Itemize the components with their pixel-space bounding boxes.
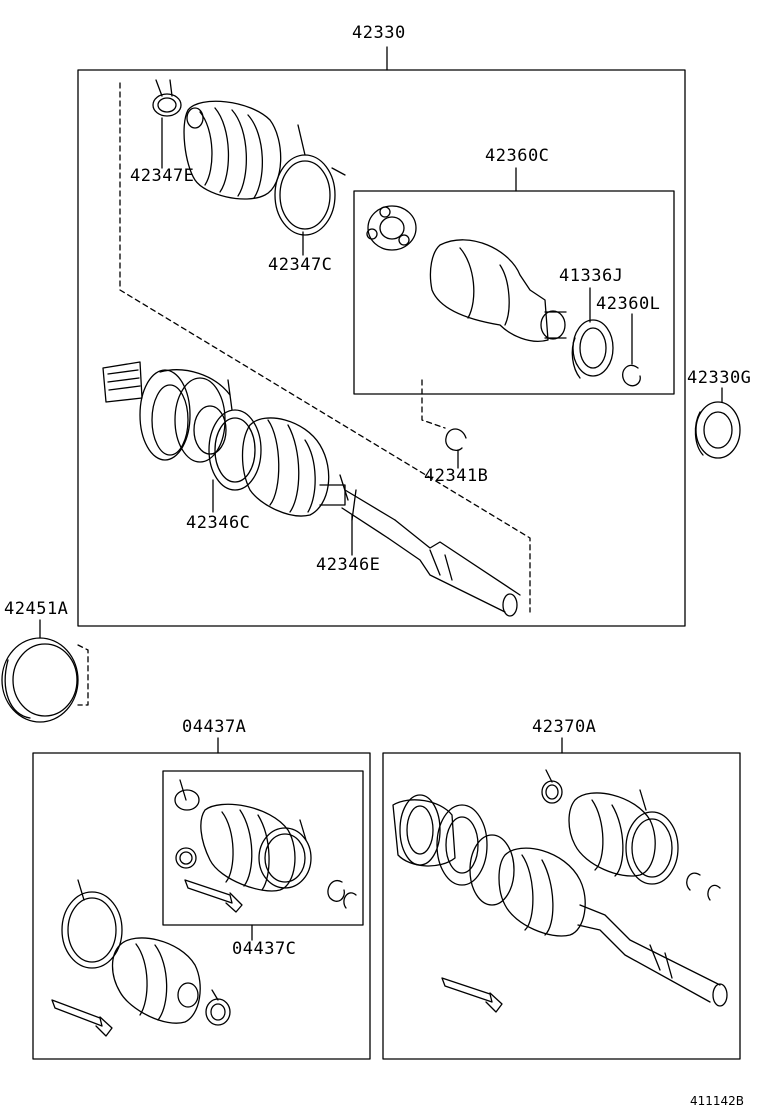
kit-band-outer-part xyxy=(62,880,122,968)
inner-boot-part xyxy=(243,418,329,516)
label-42346e: 42346E xyxy=(316,555,381,575)
diagram-reference-number: 411142B xyxy=(690,1094,745,1108)
label-42347e: 42347E xyxy=(130,166,195,186)
kit-clamp-part xyxy=(175,780,199,868)
boot-kit-inner-frame xyxy=(163,771,363,925)
outer-boot-part xyxy=(184,101,281,199)
shaft-assy-boot2-part xyxy=(569,793,655,876)
shaft-assy-frame xyxy=(383,753,740,1059)
shaft-assy-snap-rings-part xyxy=(687,873,720,900)
seal-41336j-part xyxy=(572,320,613,378)
bearing-42330g-part xyxy=(695,402,740,458)
inner-joint-kit-frame xyxy=(354,191,674,394)
shaft-assy-clamp-part xyxy=(542,770,562,803)
kit-grease-outer-part xyxy=(52,1000,112,1036)
label-04437a: 04437A xyxy=(182,717,247,737)
shaft-assy-band-part xyxy=(626,790,678,884)
kit-grease-inner-part xyxy=(185,880,242,912)
kit-band-inner-part xyxy=(259,820,311,888)
kit-snap-rings-part xyxy=(328,881,356,908)
main-assembly-frame xyxy=(78,70,685,626)
drive-shaft-part xyxy=(320,475,520,616)
label-42341b: 42341B xyxy=(424,466,489,486)
boot-kit-frame xyxy=(33,753,370,1059)
label-42330: 42330 xyxy=(352,23,406,43)
snap-ring-42341b-part xyxy=(446,429,466,450)
kit-boot-inner-part xyxy=(201,804,295,891)
shaft-assy-boot-part xyxy=(499,848,585,936)
dust-seal-42451a-part xyxy=(2,638,78,722)
band-42346c-part xyxy=(209,380,261,490)
inner-housing-part xyxy=(430,240,566,341)
shaft-assy-joint-part xyxy=(393,795,514,905)
tripod-part xyxy=(367,206,416,250)
label-41336j: 41336J xyxy=(559,266,624,286)
dashed-guide-3 xyxy=(78,645,88,705)
label-42360c: 42360C xyxy=(485,146,550,166)
shaft-assy-grease-part xyxy=(442,978,502,1012)
snap-ring-42360l-part xyxy=(623,365,641,385)
label-42346c: 42346C xyxy=(186,513,251,533)
label-04437c: 04437C xyxy=(232,939,297,959)
band-42347c-part xyxy=(275,125,345,235)
dashed-guide xyxy=(120,83,530,612)
label-42347c: 42347C xyxy=(268,255,333,275)
label-42360l: 42360L xyxy=(596,294,661,314)
label-42370a: 42370A xyxy=(532,717,597,737)
shaft-assy-shaft-part xyxy=(578,905,727,1006)
label-42451a: 42451A xyxy=(4,599,69,619)
label-42330g: 42330G xyxy=(687,368,752,388)
clamp-42347e-part xyxy=(153,80,181,116)
dashed-guide-2 xyxy=(422,380,445,428)
kit-boot-outer-part xyxy=(113,938,201,1023)
outer-cv-joint-part xyxy=(103,362,230,462)
kit-clamp-outer-part xyxy=(206,990,230,1025)
